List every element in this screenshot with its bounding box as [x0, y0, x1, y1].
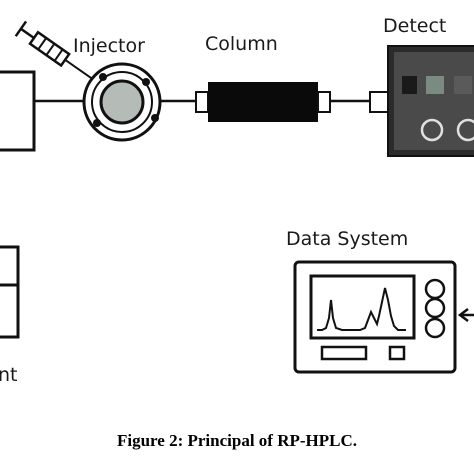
signal-arrow-icon	[457, 308, 474, 322]
solvent-reservoir	[0, 245, 20, 339]
injector-valve-icon	[82, 62, 162, 142]
syringe-icon	[14, 20, 94, 81]
column-label: Column	[205, 33, 278, 55]
data-system-label: Data System	[286, 228, 408, 250]
detector-label: Detect	[383, 15, 446, 37]
solvent-label: nt	[0, 364, 18, 386]
pump-box	[0, 70, 36, 152]
figure-caption: Figure 2: Principal of RP-HPLC.	[117, 431, 357, 450]
chromatogram-trace	[317, 287, 406, 331]
data-system-monitor-icon	[293, 260, 457, 374]
column-icon	[195, 82, 331, 122]
detector-box	[387, 45, 474, 157]
detector-inlet	[369, 91, 389, 113]
injector-label: Injector	[73, 35, 145, 57]
